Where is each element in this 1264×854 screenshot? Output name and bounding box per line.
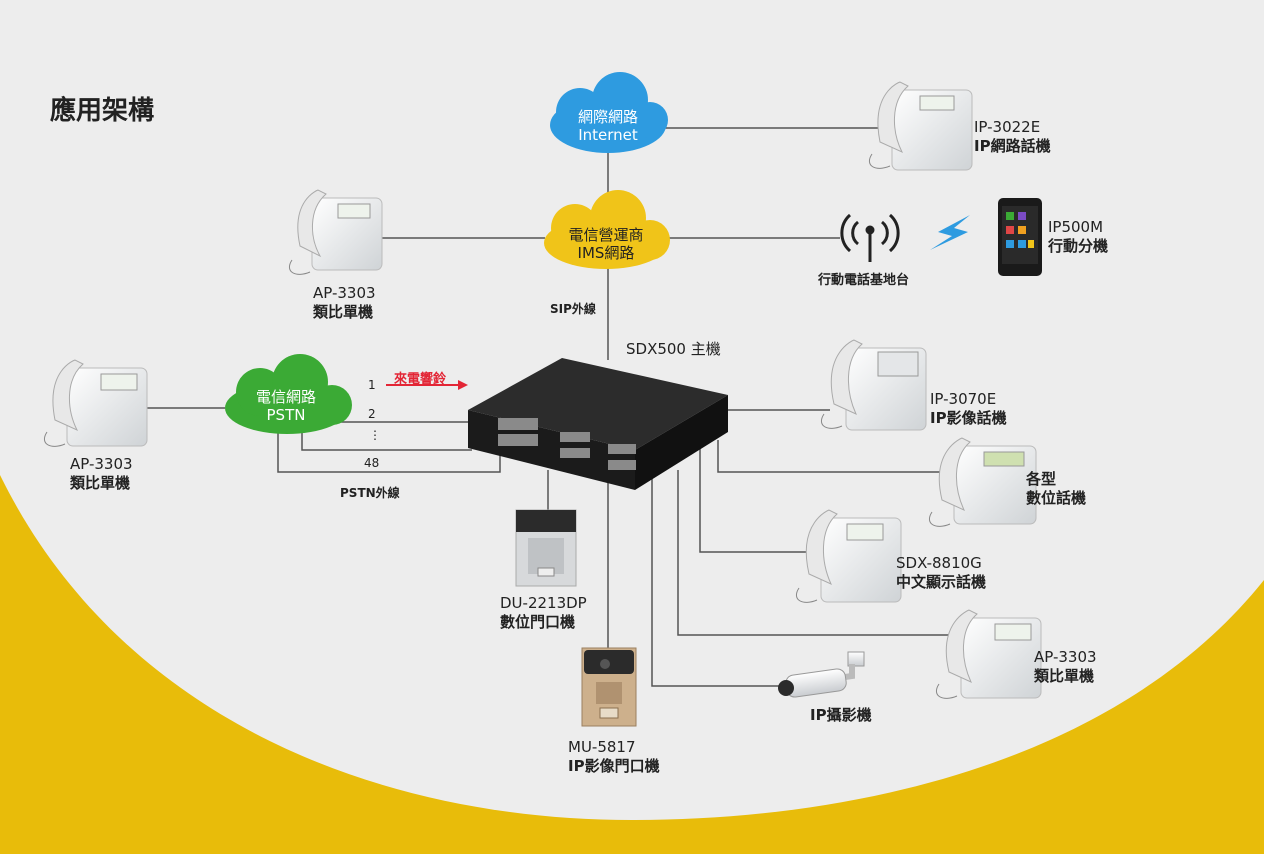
incoming-ring-label: 來電響鈴 — [394, 372, 447, 387]
doorphone-du2213dp — [515, 509, 577, 587]
label-mu5817: MU-5817 IP影像門口機 — [568, 738, 660, 776]
phone-ip3070e — [820, 339, 927, 431]
line-host-camera — [651, 478, 780, 687]
label-digital-phone-line2: 數位話機 — [1026, 488, 1087, 507]
cloud-pstn-line1: 電信網路 — [255, 388, 316, 406]
line-number-dots: ⋮ — [369, 428, 381, 442]
label-ip3070e-model: IP-3070E — [930, 390, 997, 408]
label-ip500m-desc: 行動分機 — [1048, 236, 1109, 255]
smartphone-ip500m — [998, 198, 1042, 276]
label-ip3022e: IP-3022E IP網路話機 — [974, 118, 1051, 156]
label-base-station-desc: 行動電話基地台 — [818, 273, 910, 288]
label-du2213dp: DU-2213DP 數位門口機 — [500, 594, 587, 632]
label-sdx8810g: SDX-8810G 中文顯示話機 — [896, 554, 986, 592]
label-sdx8810g-model: SDX-8810G — [896, 554, 982, 572]
label-ap3303-right-model: AP-3303 — [1034, 648, 1097, 666]
cloud-ims-line2: IMS網路 — [577, 244, 635, 262]
cloud-pstn: 電信網路 PSTN — [236, 388, 336, 424]
label-ap3303-left-model: AP-3303 — [70, 455, 133, 473]
cloud-internet-shape — [550, 72, 668, 153]
label-sdx8810g-desc: 中文顯示話機 — [896, 572, 987, 591]
label-du2213dp-model: DU-2213DP — [500, 594, 587, 612]
label-ip500m: IP500M 行動分機 — [1048, 218, 1108, 256]
label-ip-camera: IP攝影機 — [810, 706, 872, 725]
label-ip3070e-desc: IP影像話機 — [930, 408, 1007, 427]
phone-ap3303-right — [935, 609, 1042, 699]
line-host-ap-right — [677, 470, 960, 636]
line-pstn-48 — [277, 430, 501, 473]
sdx500-host-box — [468, 358, 728, 490]
label-mu5817-model: MU-5817 — [568, 738, 636, 756]
phone-ap3303-left — [43, 359, 148, 447]
ring-arrow — [386, 380, 468, 390]
cloud-ims: 電信營運商 IMS網路 — [550, 226, 662, 262]
label-base-station: 行動電話基地台 — [818, 273, 909, 289]
label-ip-camera-desc: IP攝影機 — [810, 706, 872, 724]
label-ip3022e-desc: IP網路話機 — [974, 136, 1051, 155]
label-ip3022e-model: IP-3022E — [974, 118, 1041, 136]
line-pstn-dots — [301, 430, 472, 451]
line-host-sdx8810g — [699, 445, 820, 553]
lightning-icon — [930, 215, 970, 250]
phone-ip3022e — [868, 81, 973, 171]
line-host-digital — [717, 440, 955, 473]
label-ap3303-top-model: AP-3303 — [313, 284, 376, 302]
label-ip500m-model: IP500M — [1048, 218, 1104, 236]
page-title: 應用架構 — [50, 96, 155, 126]
label-ap3303-left: AP-3303 類比單機 — [70, 455, 133, 493]
cloud-pstn-line2: PSTN — [266, 406, 306, 424]
label-ap3303-right: AP-3303 類比單機 — [1034, 648, 1097, 686]
line-number-2: 2 — [368, 407, 376, 421]
label-digital-phone: 各型 數位話機 — [1026, 470, 1086, 508]
label-du2213dp-desc: 數位門口機 — [500, 612, 576, 631]
pstn-trunk-label: PSTN外線 — [340, 486, 400, 500]
host-label: SDX500 主機 — [626, 340, 721, 358]
cloud-internet: 網際網路 Internet — [560, 108, 656, 144]
cloud-ims-line1: 電信營運商 — [568, 226, 644, 244]
label-ap3303-top-desc: 類比單機 — [313, 302, 374, 321]
phone-digital — [928, 437, 1037, 527]
phone-sdx8810g — [795, 509, 902, 603]
label-ap3303-left-desc: 類比單機 — [70, 473, 131, 492]
cloud-internet-line1: 網際網路 — [577, 108, 638, 126]
line-number-48: 48 — [364, 456, 380, 470]
doorphone-mu5817 — [581, 647, 637, 727]
cloud-ims-shape — [544, 190, 670, 269]
cloud-internet-line2: Internet — [578, 126, 638, 144]
ipcamera-icon — [778, 651, 865, 698]
label-ip3070e: IP-3070E IP影像話機 — [930, 390, 1007, 428]
label-digital-phone-line1: 各型 — [1026, 470, 1057, 488]
line-number-1: 1 — [368, 378, 376, 392]
sip-trunk-label: SIP外線 — [550, 302, 596, 316]
antenna-icon — [840, 213, 900, 262]
label-ap3303-top: AP-3303 類比單機 — [313, 284, 376, 322]
label-ap3303-right-desc: 類比單機 — [1034, 666, 1095, 685]
cloud-pstn-shape — [225, 354, 352, 434]
label-mu5817-desc: IP影像門口機 — [568, 756, 660, 775]
connection-lines — [145, 127, 960, 687]
phone-ap3303-top — [288, 189, 383, 275]
